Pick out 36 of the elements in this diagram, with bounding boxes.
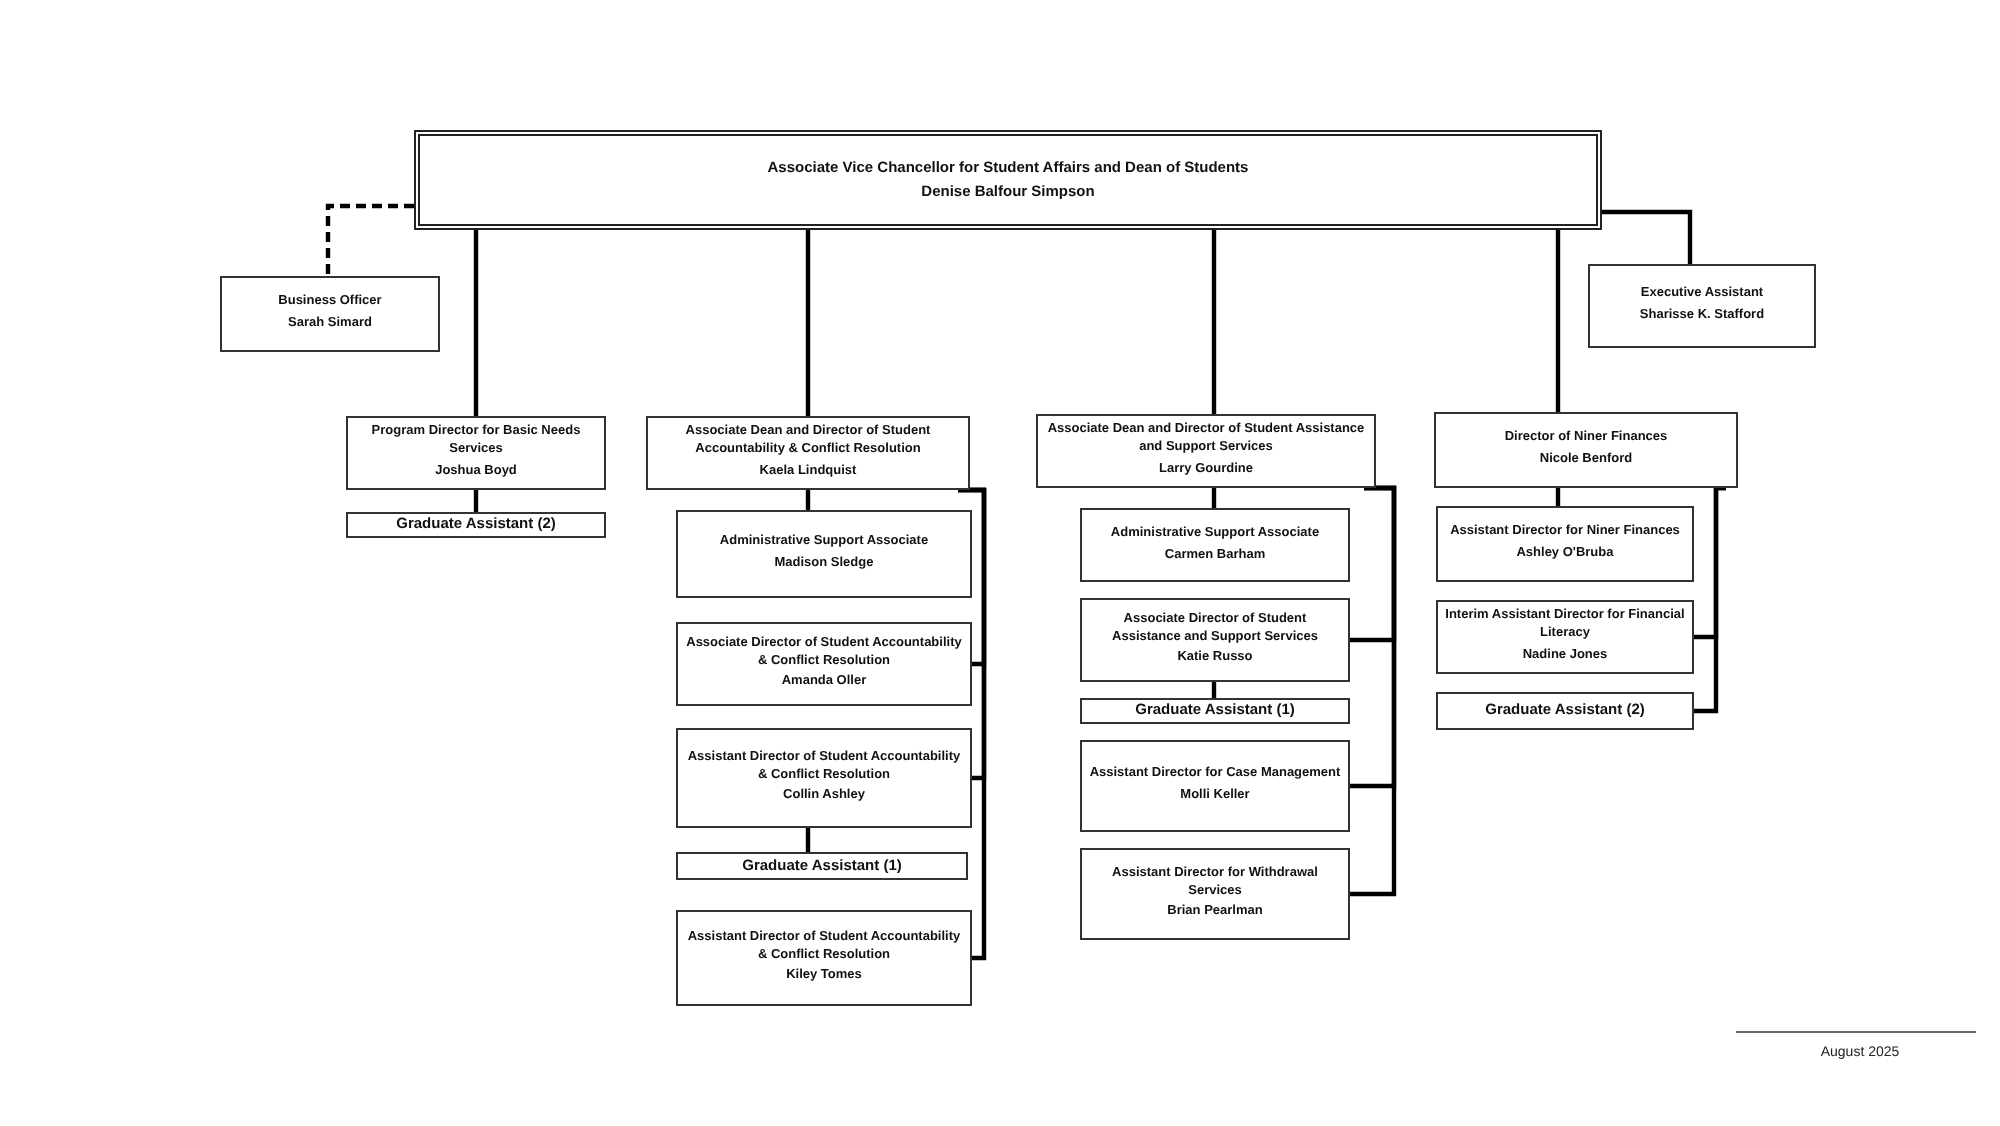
connector-line xyxy=(1602,209,1693,264)
connector-line xyxy=(1555,230,1561,412)
position-box xyxy=(346,416,606,490)
position-box xyxy=(676,852,968,880)
position-box xyxy=(646,416,970,490)
position-box xyxy=(1036,414,1376,488)
connector-line xyxy=(1555,488,1561,506)
position-box xyxy=(676,622,972,706)
position-box xyxy=(346,512,606,538)
position-box xyxy=(220,276,440,352)
connector-line xyxy=(1211,682,1217,698)
head-position-box xyxy=(414,130,1602,230)
connector-line xyxy=(473,230,479,416)
connector-line xyxy=(805,230,811,416)
connector-line xyxy=(325,203,414,276)
position-box xyxy=(1436,692,1694,730)
position-box xyxy=(1080,598,1350,682)
position-box xyxy=(1080,848,1350,940)
position-box xyxy=(1080,740,1350,832)
connector-line xyxy=(805,490,811,510)
connector-line xyxy=(1350,485,1397,897)
connector-line xyxy=(1694,485,1726,714)
position-box xyxy=(1436,600,1694,674)
position-box xyxy=(1080,698,1350,724)
position-box xyxy=(676,728,972,828)
connector-line xyxy=(473,490,479,512)
position-box xyxy=(1080,508,1350,582)
position-box xyxy=(676,910,972,1006)
position-box xyxy=(676,510,972,598)
position-box xyxy=(1588,264,1816,348)
connector-line xyxy=(1211,230,1217,414)
connector-line xyxy=(805,828,811,852)
connector-line xyxy=(958,487,987,961)
position-box xyxy=(1434,412,1738,488)
connector-line xyxy=(1211,488,1217,508)
position-box xyxy=(1436,506,1694,582)
